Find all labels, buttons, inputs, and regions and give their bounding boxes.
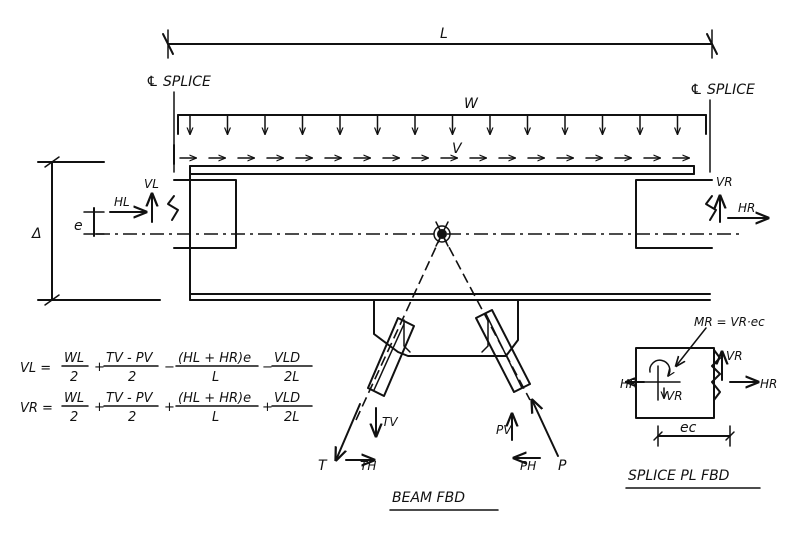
depth-dimension: Δ <box>31 156 161 306</box>
eq-vl-t1-num: WL <box>64 351 84 366</box>
tv-label: TV <box>382 415 398 429</box>
eq-vl-t3-den: L <box>212 370 219 385</box>
eq-vl-t2-num: TV - PV <box>106 351 154 366</box>
eq-vl-op2: − <box>164 360 175 375</box>
equation-vl: VL = WL 2 + TV - PV 2 − (HL + HR)e L − V… <box>20 351 313 385</box>
eq-vr-op3: + <box>262 400 273 415</box>
span-label: L <box>440 26 448 42</box>
hl-label: HL <box>114 195 130 209</box>
eq-vr-t1-num: WL <box>64 391 84 406</box>
beam <box>167 165 717 357</box>
eq-vr-t2-den: 2 <box>128 410 136 425</box>
e-label: e <box>74 218 83 234</box>
eq-vl-op3: − <box>262 360 273 375</box>
center-pin <box>355 221 531 421</box>
p-label: P <box>558 458 567 474</box>
cl-splice-left-label: ℄ SPLICE <box>146 74 211 90</box>
hr-label: HR <box>738 201 755 215</box>
eq-vl-op1: + <box>94 360 105 375</box>
eq-vl-t3-num: (HL + HR)e <box>178 351 251 366</box>
ph-label: PH <box>520 459 536 473</box>
eq-vr-t3-den: L <box>212 410 219 425</box>
t-label: T <box>318 458 328 474</box>
eq-vl-lhs: VL = <box>20 361 51 376</box>
pv-label: PV <box>496 423 512 437</box>
splice-hr-label: HR <box>760 377 777 391</box>
eq-vl-t1-den: 2 <box>70 370 78 385</box>
cl-splice-right-label: ℄ SPLICE <box>690 82 755 98</box>
beam-fbd-title: BEAM FBD <box>392 490 465 506</box>
eccentricity-dimension: e <box>74 207 105 237</box>
eq-vr-op1: + <box>94 400 105 415</box>
th-label: TH <box>360 459 376 473</box>
ec-label: ec <box>680 420 697 436</box>
eq-vr-lhs: VR = <box>20 401 53 416</box>
mr-label: MR = VR·ec <box>694 315 765 329</box>
eq-vr-t4-num: VLD <box>274 391 300 406</box>
v-label: V <box>452 141 463 157</box>
right-strut: P PV PH <box>475 309 567 474</box>
eq-vr-t1-den: 2 <box>70 410 78 425</box>
delta-label: Δ <box>31 226 42 242</box>
splice-vr-label: VR <box>726 349 743 363</box>
eq-vr-t3-num: (HL + HR)e <box>178 391 251 406</box>
right-reactions: VR HR <box>716 175 768 222</box>
equation-vr: VR = WL 2 + TV - PV 2 + (HL + HR)e L + V… <box>20 391 313 425</box>
splice-hr-left-label: HR <box>620 377 637 391</box>
span-dimension: L <box>162 26 718 59</box>
splice-plate-fbd: VR HR VR HR MR = VR·ec ec <box>620 315 777 447</box>
eq-vr-t4-den: 2L <box>284 410 300 425</box>
eq-vl-t2-den: 2 <box>128 370 136 385</box>
distributed-load-w: W <box>177 96 707 135</box>
vr-label: VR <box>716 175 733 189</box>
left-strut: T TV TH <box>318 317 415 474</box>
left-reactions: HL VL <box>109 177 159 223</box>
eq-vl-t4-den: 2L <box>284 370 300 385</box>
splice-fbd-title: SPLICE PL FBD <box>628 468 730 484</box>
eq-vr-op2: + <box>164 400 175 415</box>
shear-flow-v: V <box>173 141 690 165</box>
eq-vl-t4-num: VLD <box>274 351 300 366</box>
splice-vr-small-label: VR <box>666 389 683 403</box>
vl-label: VL <box>144 177 159 191</box>
eq-vr-t2-num: TV - PV <box>106 391 154 406</box>
w-label: W <box>464 96 479 112</box>
